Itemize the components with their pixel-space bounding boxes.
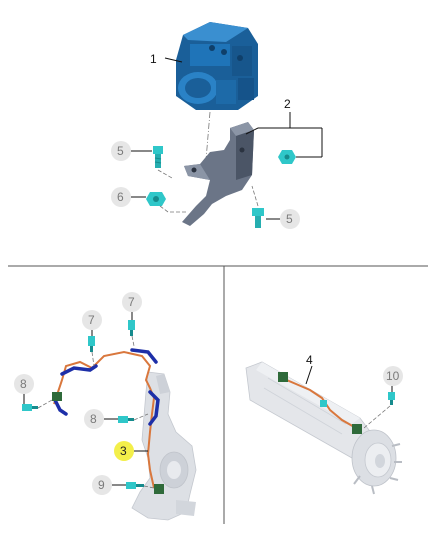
sensor-wire bbox=[53, 350, 156, 489]
callout-bubble-8-right bbox=[84, 409, 104, 429]
leader-2 bbox=[245, 112, 323, 158]
callout-5-left: 5 bbox=[117, 144, 124, 158]
bolt-5-left bbox=[153, 146, 163, 168]
flange-nut-6 bbox=[146, 192, 166, 206]
knuckle-harness-view: 7 7 8 8 3 9 bbox=[14, 292, 197, 521]
callout-10: 10 bbox=[386, 369, 400, 383]
steering-knuckle bbox=[131, 371, 197, 521]
callout-bubble-9 bbox=[92, 475, 112, 495]
flange-nut-right bbox=[278, 150, 296, 164]
sensor-rear bbox=[352, 424, 362, 434]
abs-module-assembly: 1 2 bbox=[111, 22, 323, 229]
bolt-7-right bbox=[128, 320, 135, 336]
bolt-7-left bbox=[88, 336, 95, 352]
callout-4: 4 bbox=[306, 353, 313, 367]
connector-rear bbox=[278, 372, 288, 382]
harness-clips bbox=[52, 348, 160, 426]
abs-module bbox=[176, 22, 258, 110]
callout-bubble-7-right bbox=[122, 292, 142, 312]
callout-5-right: 5 bbox=[286, 212, 293, 226]
callout-1: 1 bbox=[150, 52, 157, 66]
bolt-10 bbox=[388, 392, 395, 405]
callout-7-left: 7 bbox=[88, 313, 95, 327]
bolt-8-left bbox=[22, 404, 38, 411]
sensor-wire-rear bbox=[281, 377, 357, 429]
bolt-5-right bbox=[252, 208, 264, 228]
callout-bubble-10 bbox=[383, 366, 403, 386]
callout-bubble-7-left bbox=[82, 310, 102, 330]
callout-bubble-5-left bbox=[111, 141, 131, 161]
leader-4 bbox=[305, 365, 313, 385]
callout-bubble-3 bbox=[114, 441, 134, 461]
callout-7-right: 7 bbox=[128, 295, 135, 309]
callout-6: 6 bbox=[117, 190, 124, 204]
leader-1 bbox=[164, 57, 183, 63]
callout-8-right: 8 bbox=[90, 412, 97, 426]
callout-bubble-6 bbox=[111, 187, 131, 207]
callout-bubble-5-right bbox=[280, 209, 300, 229]
wheel-hub bbox=[351, 429, 402, 495]
callout-9: 9 bbox=[98, 478, 105, 492]
axle-sensor-view: 4 10 bbox=[245, 353, 403, 495]
bolt-9 bbox=[126, 482, 144, 489]
callout-8-left: 8 bbox=[20, 377, 27, 391]
callout-bubble-8-left bbox=[14, 374, 34, 394]
bolt-8-right bbox=[118, 416, 134, 423]
abs-bracket bbox=[182, 122, 254, 226]
callout-2: 2 bbox=[284, 97, 291, 111]
callout-3: 3 bbox=[120, 444, 127, 458]
connector-sensor bbox=[154, 484, 164, 494]
connector-left bbox=[52, 392, 62, 401]
clip-rear bbox=[320, 400, 327, 407]
